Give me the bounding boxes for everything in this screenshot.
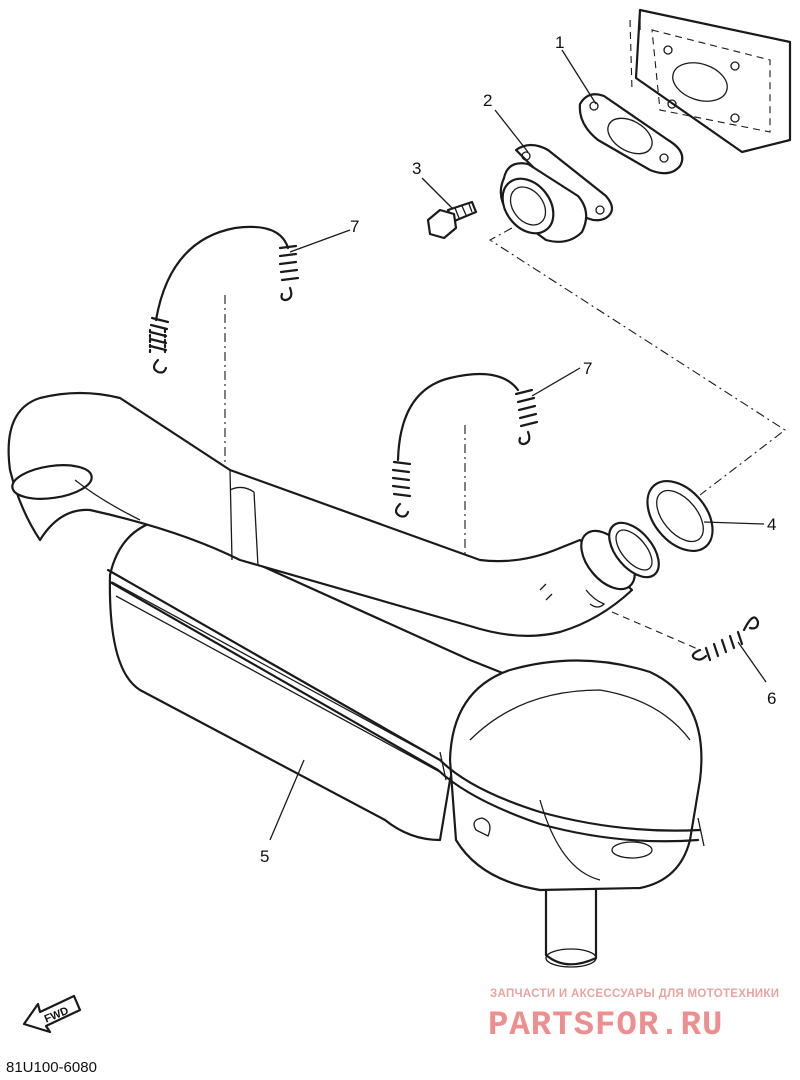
watermark-logo: PARTSFOR.RU [488, 1007, 723, 1045]
bolt-part-3 [426, 200, 478, 240]
callout-7-middle: 7 [583, 359, 592, 378]
spring-part-7-upper [148, 225, 300, 374]
ring-gasket-part-4 [646, 479, 714, 553]
watermark: ЗАПЧАСТИ И АКСЕССУАРЫ ДЛЯ МОТОТЕХНИКИ PA… [488, 988, 779, 1045]
callouts: 1 2 3 7 7 4 6 5 [260, 33, 776, 866]
spring-part-6 [691, 616, 760, 662]
callout-2: 2 [483, 91, 492, 110]
callout-4: 4 [767, 515, 776, 534]
callout-6: 6 [767, 689, 776, 708]
engine-mount-block [634, 8, 792, 154]
diagram-code: 81U100-6080 [6, 1059, 97, 1076]
leader-lines [269, 49, 767, 841]
exhaust-joint-part-2 [499, 143, 614, 243]
watermark-tagline: ЗАПЧАСТИ И АКСЕССУАРЫ ДЛЯ МОТОТЕХНИКИ [490, 988, 779, 1000]
callout-7-upper: 7 [350, 217, 359, 236]
muffler-part-5 [106, 518, 705, 968]
callout-5: 5 [260, 847, 269, 866]
alignment-lines [224, 19, 786, 651]
callout-1: 1 [555, 33, 564, 52]
forward-arrow-icon: FWD [22, 994, 82, 1034]
exhaust-pipe [7, 391, 660, 637]
spring-part-7-middle [391, 372, 539, 518]
gasket-part-1 [578, 93, 684, 175]
callout-3: 3 [412, 159, 421, 178]
